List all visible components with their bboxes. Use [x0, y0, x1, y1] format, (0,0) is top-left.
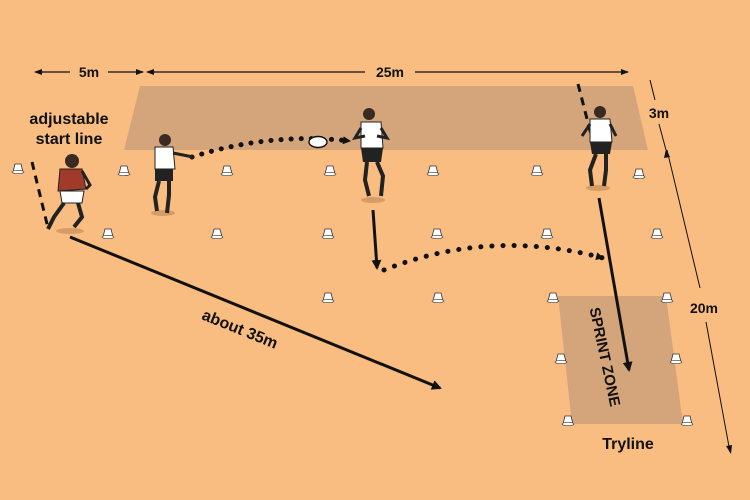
player-icon — [351, 108, 391, 203]
dimension-20m-label: 20m — [690, 300, 718, 316]
dimension-3m: 3m — [649, 79, 669, 151]
cone-icon — [321, 228, 335, 240]
top-channel-zone — [124, 86, 648, 150]
start-line-label-1: adjustable — [29, 111, 108, 128]
pass-arc-2 — [381, 243, 606, 273]
cone-icon — [210, 228, 224, 240]
sprint-arrow — [597, 197, 633, 372]
player-icon — [151, 134, 194, 216]
cone-icon — [426, 165, 440, 177]
cone-icon — [680, 415, 694, 427]
cone-icon — [323, 165, 337, 177]
pass-arc-1 — [189, 136, 353, 160]
cone-icon — [540, 228, 554, 240]
cone-icon — [546, 292, 560, 304]
run-arrow-down — [371, 209, 382, 270]
cone-icon — [650, 228, 664, 240]
dimension-25m: 25m — [146, 64, 629, 80]
dimension-5m-label: 5m — [79, 64, 99, 80]
player-icon — [580, 106, 618, 191]
cone-icon — [530, 165, 544, 177]
dimension-5m: 5m — [34, 64, 144, 80]
cone-icon — [117, 165, 131, 177]
diagonal-run-arrow — [69, 235, 442, 390]
cone-icon — [321, 292, 335, 304]
cone-icon — [431, 292, 445, 304]
tryline-label: Tryline — [602, 436, 654, 453]
cone-icon — [430, 228, 444, 240]
cone-icon — [220, 165, 234, 177]
cone-icon — [11, 163, 25, 175]
diagonal-distance-label: about 35m — [199, 307, 280, 353]
cone-icon — [101, 228, 115, 240]
dimension-20m: 20m — [664, 149, 732, 454]
start-line-label-2: start line — [36, 131, 103, 148]
player-icon — [46, 154, 92, 234]
start-line-dashed — [30, 161, 50, 229]
right-dashed-line — [576, 83, 596, 147]
sprint-zone — [558, 296, 683, 424]
rugby-ball-icon — [308, 135, 328, 149]
dimension-3m-label: 3m — [649, 105, 669, 121]
cone-icon — [632, 168, 646, 180]
cone-icon — [660, 292, 674, 304]
dimension-25m-label: 25m — [376, 64, 404, 80]
